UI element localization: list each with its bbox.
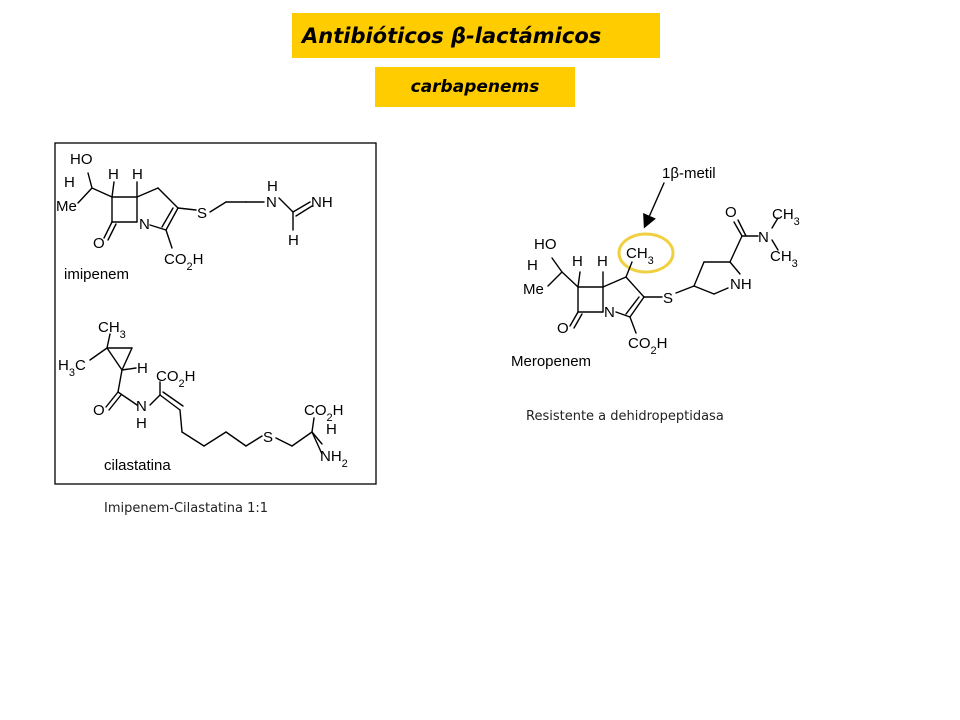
cilastatina-hn-label: H: [136, 415, 147, 432]
meropenem-h-label: H: [527, 257, 538, 274]
cilastatina-co2h2-label: CO2H: [304, 402, 343, 424]
meropenem-h5-label: H: [597, 253, 608, 270]
imipenem-h2-label: H: [288, 232, 299, 249]
meropenem-o-label: O: [557, 320, 569, 337]
meropenem-amide-n-label: N: [758, 229, 769, 246]
cilastatina-o-label: O: [93, 402, 105, 419]
imipenem-name: imipenem: [64, 266, 129, 283]
meropenem-caption: Resistente a dehidropeptidasa: [526, 409, 724, 424]
imipenem-structure: HO H Me H H O N S CO2H H N NH H imipenem: [56, 151, 333, 283]
meropenem-structure: 1β-metil HO H Me H H CH3 O N S CO2H NH O…: [511, 165, 800, 370]
meropenem-amide-o-label: O: [725, 204, 737, 221]
structures-frame: [54, 142, 377, 485]
meropenem-ch3a-label: CH3: [772, 206, 800, 228]
cilastatina-hcp-label: H: [137, 360, 148, 377]
cilastatina-n-label: N: [136, 398, 147, 415]
imipenem-h5-label: H: [132, 166, 143, 183]
slide-subtitle-text: carbapenems: [410, 77, 540, 97]
meropenem-s-label: S: [663, 290, 673, 307]
cilastatina-ch3-label: CH3: [98, 319, 126, 341]
meropenem-nh-label: NH: [730, 276, 752, 293]
annotation-arrow: [643, 182, 665, 229]
cilastatina-ha-label: H: [326, 421, 337, 438]
cilastatina-co2h1-label: CO2H: [156, 368, 195, 390]
meropenem-h6-label: H: [572, 253, 583, 270]
meropenem-annotation: 1β-metil: [662, 165, 716, 182]
cilastatina-name: cilastatina: [104, 457, 171, 474]
ch3-highlight-circle: [617, 232, 675, 274]
cilastatina-nh2-label: NH2: [320, 448, 348, 470]
imipenem-h6-label: H: [108, 166, 119, 183]
meropenem-ch3b-label: CH3: [770, 248, 798, 270]
imipenem-s-label: S: [197, 205, 207, 222]
slide-title-text: Antibióticos β-lactámicos: [302, 23, 602, 48]
imipenem-ho-label: HO: [70, 151, 93, 168]
meropenem-ho-label: HO: [534, 236, 557, 253]
cilastatina-s-label: S: [263, 429, 273, 446]
cilastatina-structure: CH3 H3C H CO2H O N H S CO2H H NH2 cilast…: [58, 319, 348, 474]
slide-title: Antibióticos β-lactámicos: [292, 13, 660, 58]
slide-subtitle: carbapenems: [375, 67, 575, 107]
imipenem-hn-label: H: [267, 178, 278, 195]
imipenem-o-label: O: [93, 235, 105, 252]
meropenem-co2h-label: CO2H: [628, 335, 667, 357]
meropenem-ch3-label: CH3: [626, 245, 654, 267]
cilastatina-h3c-label: H3C: [58, 357, 86, 379]
imipenem-n2-label: N: [266, 194, 277, 211]
meropenem-name: Meropenem: [511, 353, 591, 370]
imipenem-n-label: N: [139, 216, 150, 233]
imipenem-me-label: Me: [56, 198, 77, 215]
imipenem-cilastatina-caption: Imipenem-Cilastatina 1:1: [104, 501, 269, 516]
imipenem-h-label: H: [64, 174, 75, 191]
meropenem-n-label: N: [604, 304, 615, 321]
meropenem-me-label: Me: [523, 281, 544, 298]
imipenem-co2h-label: CO2H: [164, 251, 203, 273]
imipenem-nh-label: NH: [311, 194, 333, 211]
